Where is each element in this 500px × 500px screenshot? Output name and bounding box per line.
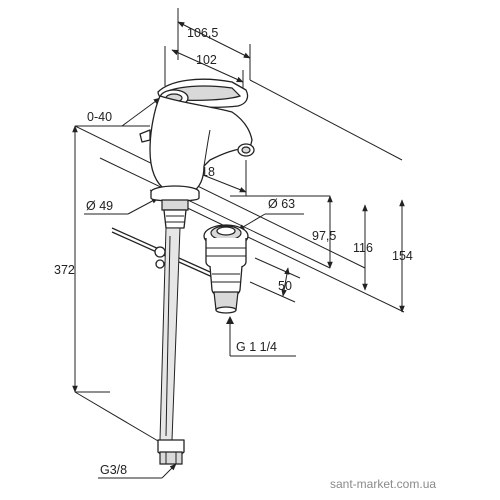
waste-valve <box>203 224 249 314</box>
dim-154-label: 154 <box>392 249 413 263</box>
dim-102-label: 102 <box>196 53 217 67</box>
dimension-diameter-63: Ø 63 <box>237 197 304 231</box>
dimension-diameter-49: Ø 49 <box>84 197 159 215</box>
supply-hose <box>157 227 185 465</box>
dimension-116: 116 <box>353 204 373 291</box>
dimension-102: 102 <box>164 46 244 96</box>
dim-g3-8-label: G3/8 <box>100 463 127 477</box>
dim-116-label: 116 <box>353 241 373 255</box>
faucet-base <box>150 185 200 229</box>
dim-g-1-1-4-label: G 1 1/4 <box>236 340 277 354</box>
dim-49-label: Ø 49 <box>86 199 113 213</box>
dimension-lever-range: 0-40 <box>75 97 161 127</box>
dimension-97-5: 97,5 <box>312 195 336 269</box>
dim-106-5-label: 106,5 <box>187 26 218 40</box>
dim-50-label: 50 <box>278 279 292 293</box>
dim-63-label: Ø 63 <box>268 197 295 211</box>
dimension-372: 372 <box>54 125 171 449</box>
dimension-50: 50 <box>249 257 301 303</box>
dim-97-5-label: 97,5 <box>312 229 336 243</box>
dim-0-40-label: 0-40 <box>87 110 112 124</box>
watermark-text: sant-market.com.ua <box>330 477 436 491</box>
dimension-154: 154 <box>392 199 413 313</box>
dimension-hose-thread: G3/8 <box>98 463 177 479</box>
height-extension-lines <box>74 79 405 313</box>
dimension-waste-thread: G 1 1/4 <box>226 316 296 357</box>
dim-372-label: 372 <box>54 263 75 277</box>
faucet-body <box>139 78 255 193</box>
